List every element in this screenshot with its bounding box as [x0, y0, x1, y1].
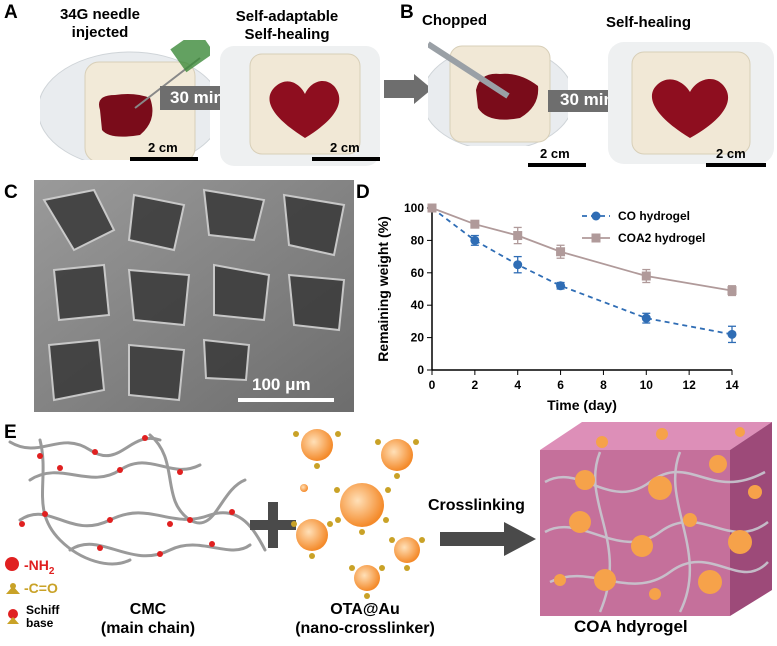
x-tick-label: 10 — [640, 378, 654, 392]
data-point — [727, 286, 737, 296]
data-point — [513, 260, 523, 270]
sem-scale-label: 100 μm — [252, 375, 311, 394]
scale-bar — [528, 163, 586, 167]
panel-label-b: B — [400, 2, 414, 23]
caption-self-adaptable: Self-adaptable Self-healing — [212, 8, 362, 44]
data-point — [427, 203, 437, 213]
legend-nh2: -NH2 — [24, 557, 54, 577]
caption-line: (nano-crosslinker) — [295, 620, 435, 637]
x-tick-label: 6 — [557, 378, 564, 392]
scale-bar — [706, 163, 766, 167]
caption-line: OTA@Au — [330, 601, 400, 618]
scale-label: 2 cm — [330, 140, 360, 155]
y-tick-label: 20 — [411, 331, 425, 345]
sem-image — [34, 180, 354, 412]
scale-bar — [130, 157, 198, 161]
photo-self-healed — [608, 42, 774, 164]
data-point — [641, 271, 651, 281]
x-tick-label: 14 — [725, 378, 739, 392]
data-point — [556, 247, 566, 257]
scale-bar — [312, 157, 380, 161]
crosslinking-arrow — [440, 522, 536, 556]
data-point — [556, 281, 566, 291]
caption-line: CMC — [129, 601, 167, 618]
arrow-label: 30 min — [560, 90, 614, 109]
caption-self-healing: Self-healing — [606, 14, 692, 31]
coa-hydrogel-caption: COA hdyrogel — [574, 617, 688, 636]
series-line — [431, 207, 733, 336]
legend-nh2-sub: 2 — [48, 565, 55, 577]
y-tick-label: 60 — [411, 266, 425, 280]
ota-caption: OTA@Au (nano-crosslinker) — [290, 600, 440, 638]
data-point — [470, 235, 480, 245]
x-tick-label: 4 — [514, 378, 521, 392]
legend-co: -C=O — [24, 580, 58, 596]
carbonyl-icon — [6, 583, 20, 594]
ota-au-particles — [291, 429, 425, 599]
crosslinking-label: Crosslinking — [428, 497, 525, 514]
y-tick-label: 100 — [404, 201, 424, 215]
series-line — [431, 207, 733, 292]
y-tick-label: 0 — [417, 363, 424, 377]
legend-marker — [591, 233, 601, 243]
legend-label: COA2 hydrogel — [618, 231, 705, 245]
legend-marker — [591, 211, 601, 221]
legend-schiff-line: base — [26, 616, 54, 630]
photo-heart-healed — [220, 46, 380, 166]
legend-schiff-line: Schiff — [26, 603, 60, 617]
legend-nh2-text: -NH — [24, 557, 49, 573]
panel-label-c: C — [4, 182, 18, 203]
caption-needle-injected: 34G needle injected — [30, 6, 170, 42]
legend-label: CO hydrogel — [618, 209, 690, 223]
caption-line: Self-adaptable — [235, 8, 339, 25]
caption-line: 34G needle — [59, 6, 141, 23]
x-tick-label: 8 — [600, 378, 607, 392]
panel-label-e: E — [4, 422, 17, 443]
cmc-caption: CMC (main chain) — [88, 600, 208, 638]
data-point — [513, 231, 523, 241]
panel-label-a: A — [4, 2, 18, 23]
coa-hydrogel-cube — [540, 422, 772, 616]
arrow-label: 30 min — [170, 88, 224, 107]
scale-label: 2 cm — [716, 146, 746, 161]
panel-label-d: D — [356, 182, 370, 203]
scale-label: 2 cm — [148, 140, 178, 155]
data-point — [470, 219, 480, 229]
caption-line: (main chain) — [100, 620, 196, 637]
x-axis-label: Time (day) — [547, 397, 617, 413]
x-tick-label: 12 — [682, 378, 696, 392]
caption-line: Self-healing — [244, 26, 330, 43]
caption-chopped: Chopped — [422, 12, 487, 29]
y-tick-label: 80 — [411, 233, 425, 247]
y-tick-label: 40 — [411, 298, 425, 312]
scale-label: 2 cm — [540, 146, 570, 161]
data-point — [641, 313, 651, 323]
legend-schiff: Schiff base — [26, 604, 59, 630]
plus-icon — [250, 502, 296, 548]
arrow-grey — [384, 74, 432, 104]
y-axis-label: Remaining weight (%) — [375, 216, 391, 361]
nh2-dot-icon — [5, 557, 19, 571]
schiff-base-icon — [7, 609, 19, 624]
x-tick-label: 2 — [472, 378, 479, 392]
cmc-chains-diagram — [8, 433, 267, 566]
data-point — [727, 329, 737, 339]
photo-chopped — [428, 41, 568, 146]
caption-line: injected — [71, 24, 129, 41]
x-tick-label: 0 — [429, 378, 436, 392]
